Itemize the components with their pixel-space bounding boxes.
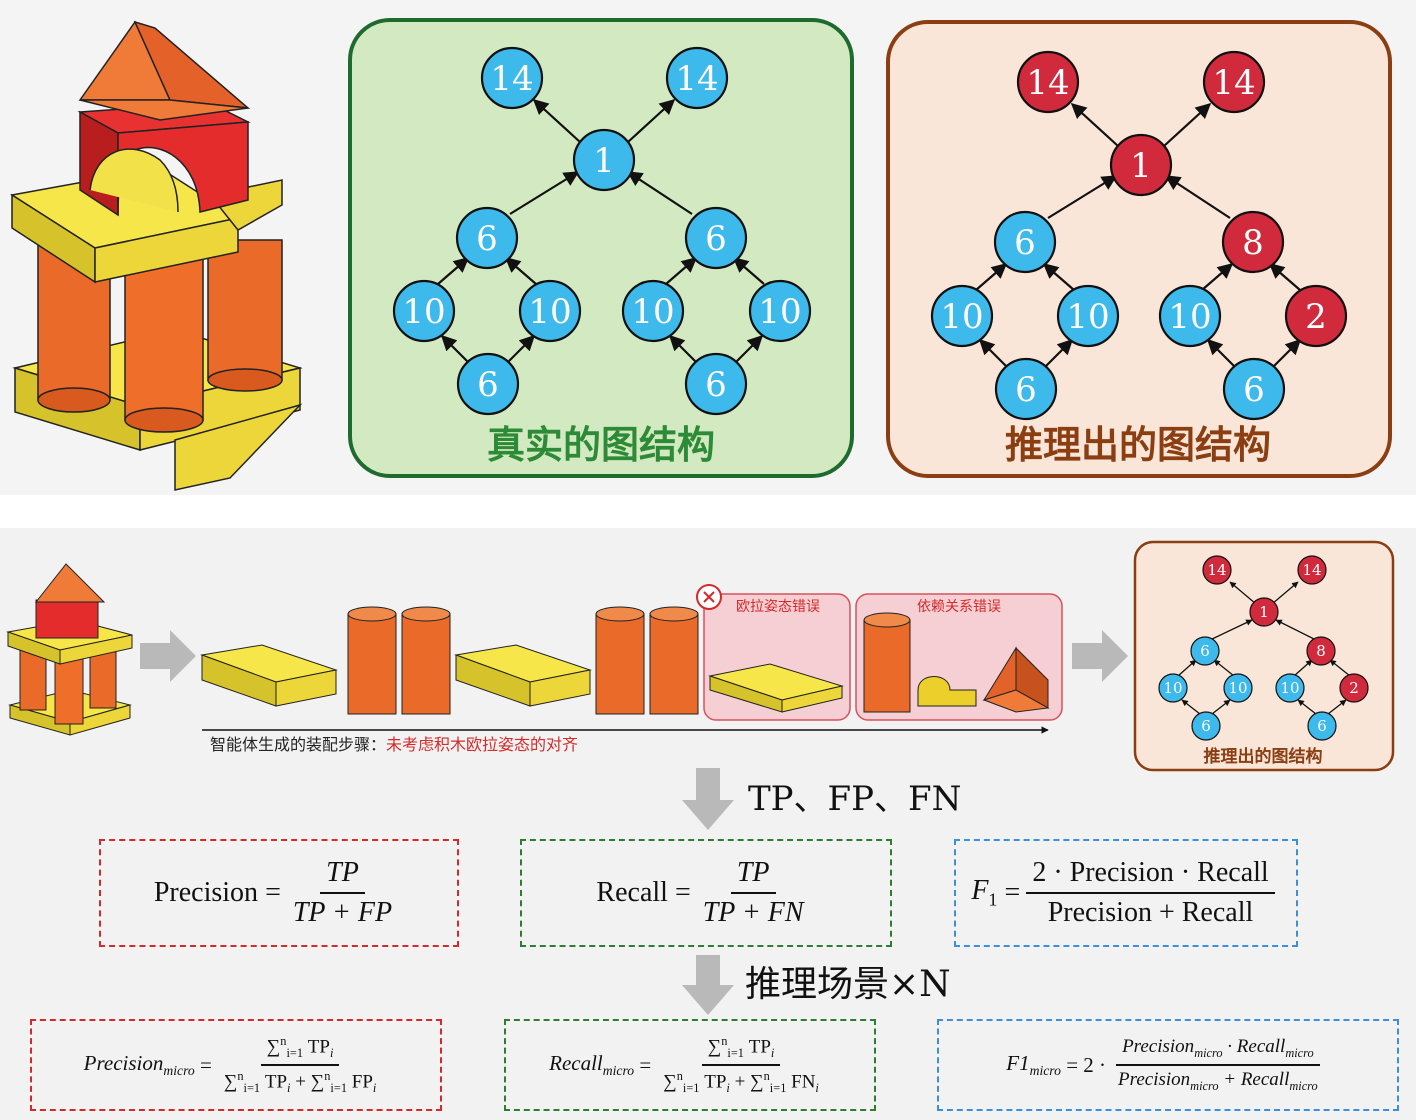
pm-lhs: Precision (83, 1050, 164, 1075)
ig-node-label: 10 (940, 297, 983, 337)
ig-node-label: 8 (1242, 223, 1264, 263)
fm-den-a: Precision (1118, 1069, 1191, 1090)
inferred-graph-panel (886, 20, 1392, 478)
tp-fp-fn-label: TP、FP、FN (748, 779, 961, 819)
dependency-error-label: 依赖关系错误 (917, 599, 1001, 615)
true-graph-panel (348, 18, 854, 478)
fm-sub: micro (1289, 1078, 1318, 1093)
small-graph-nodes (1158, 555, 1369, 741)
rm-den-b: FN (791, 1071, 816, 1093)
tg-node-label: 6 (705, 365, 727, 405)
recall-lhs: Recall (596, 877, 668, 908)
ig-node-label: 14 (1026, 63, 1069, 103)
rm-lhs-sub: micro (602, 1063, 635, 1079)
sg-node-label: 6 (1200, 642, 1210, 660)
rm-den-a: TP (704, 1071, 727, 1093)
flow-arrows (140, 630, 1128, 1015)
sg-node-label: 10 (1228, 679, 1247, 697)
ig-node-label: 10 (1168, 297, 1211, 337)
ig-node-label: 6 (1014, 223, 1036, 263)
small-block-tower (6, 563, 133, 736)
assembly-steps (200, 584, 1063, 734)
ig-node-label: 2 (1305, 297, 1327, 337)
fm-coef: = 2 · (1066, 1052, 1107, 1077)
steps-caption-black: 智能体生成的装配步骤： (210, 735, 386, 754)
fm-den-b: Recall (1240, 1069, 1290, 1090)
pm-den-b: FP (351, 1071, 373, 1093)
sg-node-label: 10 (1280, 679, 1299, 697)
sg-node-label: 14 (1207, 561, 1226, 579)
f1-lhs: F (971, 875, 989, 907)
euler-error-label: 欧拉姿态错误 (736, 599, 820, 615)
true-graph-nodes (392, 46, 812, 416)
block-tower-illustration (9, 20, 303, 491)
true-graph-caption: 真实的图结构 (487, 423, 715, 467)
ig-node-label: 6 (1015, 370, 1037, 410)
tg-node-label: 10 (631, 292, 674, 332)
inferred-graph-nodes (930, 50, 1348, 421)
recall-num: TP (730, 857, 776, 894)
fm-sub: micro (1190, 1078, 1219, 1093)
pm-lhs-sub: micro (163, 1063, 195, 1079)
tg-node-label: 1 (593, 141, 615, 181)
tg-node-label: 14 (675, 59, 718, 99)
tg-node-label: 10 (758, 292, 801, 332)
sg-node-label: 6 (1201, 717, 1211, 735)
tg-node-label: 6 (477, 365, 499, 405)
f1-lhs-sub: 1 (988, 889, 998, 910)
sg-node-label: 1 (1259, 603, 1269, 621)
pm-den-a: TP (264, 1071, 288, 1093)
precision-micro-formula: Precisionmicro = ∑ni=1 TPi∑ni=1 TPi + ∑n… (30, 1019, 442, 1111)
inferred-graph-caption: 推理出的图结构 (1005, 423, 1271, 467)
pm-num: TP (307, 1036, 330, 1058)
fm-sub: micro (1194, 1046, 1223, 1060)
sg-node-label: 8 (1316, 642, 1326, 660)
f1-num: 2 · Precision · Recall (1026, 857, 1275, 894)
tg-node-label: 14 (490, 59, 533, 99)
scenarios-label: 推理场景×N (745, 964, 951, 1005)
steps-caption: 智能体生成的装配步骤：未考虑积木欧拉姿态的对齐 (210, 735, 578, 754)
ig-node-label: 6 (1243, 370, 1265, 410)
fm-lhs: F1 (1006, 1050, 1030, 1075)
recall-den: TP + FN (702, 897, 804, 928)
sg-node-label: 6 (1317, 717, 1327, 735)
fm-sub: micro (1285, 1046, 1314, 1060)
f1-den: Precision + Recall (1047, 897, 1254, 928)
steps-caption-red: 未考虑积木欧拉姿态的对齐 (386, 735, 578, 754)
small-graph-caption: 推理出的图结构 (1204, 746, 1323, 767)
fm-num-a: Precision (1122, 1036, 1195, 1058)
tg-node-label: 10 (402, 292, 445, 332)
precision-num: TP (320, 857, 365, 894)
tg-node-label: 6 (705, 219, 727, 259)
ig-node-label: 1 (1130, 146, 1152, 186)
sg-node-label: 14 (1302, 561, 1321, 579)
rm-lhs: Recall (549, 1050, 603, 1075)
precision-lhs: Precision (153, 877, 259, 908)
sg-node-label: 10 (1163, 679, 1182, 697)
tg-node-label: 10 (528, 292, 571, 332)
tg-node-label: 6 (476, 219, 498, 259)
recall-micro-formula: Recallmicro = ∑ni=1 TPi∑ni=1 TPi + ∑ni=1… (504, 1019, 876, 1111)
ig-node-label: 10 (1066, 297, 1109, 337)
rm-num: TP (748, 1036, 771, 1058)
small-inferred-graph (1133, 540, 1395, 772)
fm-num-b: Recall (1236, 1036, 1286, 1058)
precision-den: TP + FP (292, 897, 393, 928)
f1-micro-formula: F1micro = 2 · Precisionmicro · Recallmic… (937, 1019, 1399, 1111)
sg-node-label: 2 (1349, 679, 1359, 697)
fm-lhs-sub: micro (1029, 1063, 1061, 1079)
ig-node-label: 14 (1212, 63, 1255, 103)
